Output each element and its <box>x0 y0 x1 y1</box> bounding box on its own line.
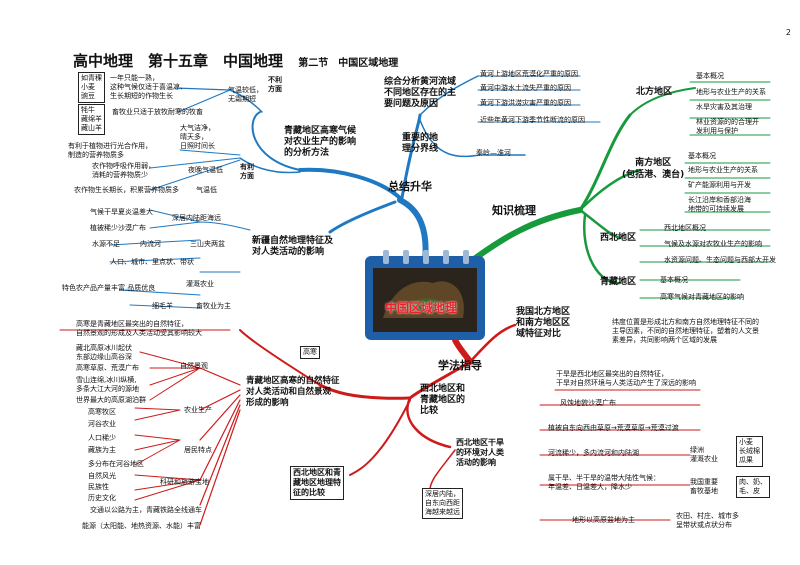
yellow-river-item: 黄河下游洪涝灾害严重的原因 <box>480 99 571 108</box>
xinjiang-row: 植被稀少沙漠广布 <box>90 224 146 233</box>
landscape-item: 藏北高原冰川起伏 东部边缘山高谷深 <box>76 344 132 362</box>
agri-label: 农业生产 <box>184 406 212 415</box>
tibet-tag: 高寒 <box>300 346 320 359</box>
hub-knowledge: 知识梳理 <box>492 206 536 215</box>
boundary-item: 秦岭—淮河 <box>476 149 511 158</box>
south-item: 长江沿岸和香部沿海 地带的可持续发展 <box>688 196 751 214</box>
tour-item: 民族性 <box>88 483 109 492</box>
north-item: 基本概况 <box>696 72 724 81</box>
region-qinghai: 青藏地区 <box>600 278 636 287</box>
landscape-label: 自然景观 <box>180 362 208 371</box>
page-number: 2 <box>786 28 791 37</box>
xinjiang-b3: 三山夹两盆 <box>190 240 225 249</box>
chapter-title: 高中地理 第十五章 中国地理 <box>73 52 283 70</box>
page-title: 高中地理 第十五章 中国地理 第二节 中国区域地理 <box>73 50 398 71</box>
hub-method: 学法指导 <box>438 361 482 370</box>
xinjiang-c: 人口、城市、里点状、带状 <box>110 258 194 267</box>
nw-item: 地形以高原盆地为主 <box>572 516 635 525</box>
ns-head: 我国北方地区 和南方地区区 域特征对比 <box>516 307 570 340</box>
north-item: 地形与农业生产的关系 <box>696 88 766 97</box>
tibet-top: 高寒是青藏地区最突出的自然特征， 自然景观的形成及人类活动受其影响较大 <box>76 320 202 338</box>
resid-item: 多分布在河谷地区 <box>88 460 144 469</box>
region-south: 南方地区 (包括港、澳台) <box>622 157 684 181</box>
nw-item-box: 小麦 长绒棉 瓜果 <box>736 436 763 467</box>
fav-a: 大气洁净， 晴天多， 日照时间长 <box>180 124 215 151</box>
xinjiang-b1: 水源不足 <box>92 240 120 249</box>
yellow-river-head: 综合分析黄河流域 不同地区存在的主 要问题及原因 <box>384 77 456 110</box>
yellow-river-item: 近些年黄河下游季节性断流的原因 <box>480 116 585 125</box>
tour-item: 自然风光 <box>88 472 116 481</box>
xinjiang-e1: 细毛羊 <box>152 302 173 311</box>
region-north: 北方地区 <box>636 88 672 97</box>
unfav-b1: 畜牧业只适于放牧耐寒的牧畜 <box>112 108 203 117</box>
landscape-item: 世界最大的高原湖泊群 <box>76 396 146 405</box>
xinjiang-d1: 特色农产品产量丰富,品质优良 <box>62 284 155 293</box>
tibet-ag-head: 青藏地区高寒气候 对农业生产的影响 的分析方法 <box>284 126 356 159</box>
agri-item: 河谷农业 <box>88 420 116 429</box>
xinjiang-row: 气候干旱夏炎温差大 <box>90 208 153 217</box>
resid-item: 藏族为主 <box>88 446 116 455</box>
south-item: 矿产能源利用与开发 <box>688 181 751 190</box>
qinghai-item: 基本概况 <box>660 276 688 285</box>
xinjiang-head: 新疆自然地理特征及 对人类活动的影响 <box>252 236 333 258</box>
fav-label: 有利 方面 <box>240 163 254 181</box>
resid-label: 居民特点 <box>184 446 212 455</box>
tour-item: 历史文化 <box>88 494 116 503</box>
nw-item: 绿洲 灌溉农业 <box>690 446 718 464</box>
unfav-a1-box: 如青稞 小麦 豌豆 <box>78 72 105 103</box>
xinjiang-d: 灌溉农业 <box>186 280 214 289</box>
fav-b: 夜晚气温低 <box>188 166 223 175</box>
nw-item: 属干旱、半干旱的温带大陆性气候： 年温差、日温差大，降水少 <box>548 474 660 492</box>
north-item: 林业资源的的合理开 发利用与保护 <box>696 118 759 136</box>
tibet-side-head: 青藏地区高寒的自然特征 对人类活动和自然景观 形成的影响 <box>246 376 340 409</box>
unfav-a: 气温较低， 无霜期短 <box>228 86 263 104</box>
region-northwest: 西北地区 <box>600 234 636 243</box>
nw-item: 植被自东向西由草原→荒漠草原→荒漠过渡 <box>548 424 679 433</box>
south-item: 地形与农业生产的关系 <box>688 166 758 175</box>
nw-item: 河流稀少，多内流河和内陆湖 <box>548 449 639 458</box>
section-title: 第二节 中国区域地理 <box>298 58 398 69</box>
yellow-river-item: 黄河中游水土流失严重的原因 <box>480 84 571 93</box>
nw-item: 我国重要 畜牧基地 <box>690 478 718 496</box>
nw-item: 风蚀地貌沙漠广布 <box>560 399 616 408</box>
agri-item: 高寒牧区 <box>88 408 116 417</box>
fav-a1: 有利于植物进行光合作用， 制造的营养物质多 <box>68 142 152 160</box>
qinghai-item: 高寒气候对青藏地区的影响 <box>660 293 744 302</box>
fav-c: 气温低 <box>196 186 217 195</box>
resid-item: 人口稀少 <box>88 434 116 443</box>
northwest-item: 西北地区概况 <box>664 224 706 233</box>
boundary-head: 重要的地 理分界线 <box>402 133 438 155</box>
center-label: 中国区域地理 <box>385 304 457 313</box>
xinjiang-a: 深居内陆距海远 <box>172 214 221 223</box>
tour-label: 科研和旅游宝地 <box>160 478 209 487</box>
northwest-item: 气候及水源对农牧业生产的影响 <box>664 240 762 249</box>
center-calendar-graphic: 中国区域地理 <box>363 248 487 342</box>
ns-note: 纬度位置是形成北方和南方自然地理特征不同的 主导因素，不同的自然地理特征，塑着的… <box>612 318 759 345</box>
inland-box: 深居内陆， 自东向西距 海越来越远 <box>422 488 463 519</box>
china-map-icon <box>363 248 487 342</box>
fav-c1: 农作物生长期长，积累营养物质多 <box>74 186 179 195</box>
unfav-label: 不利 方面 <box>268 76 282 94</box>
energy-item: 能源（太阳能、地热资源、水能）丰富 <box>82 522 201 531</box>
unfav-b1-box: 牦牛 藏绵羊 藏山羊 <box>78 104 105 135</box>
landscape-item: 雪山连绵,冰川纵横, 多条大江大河的源地 <box>76 376 139 394</box>
traffic-item: 交通以公路为主，青藏铁路全线通车 <box>90 506 202 515</box>
xinjiang-b2: 内流河 <box>140 240 161 249</box>
xinjiang-e2: 畜牧业为主 <box>196 302 231 311</box>
fav-b1: 农作物呼吸作用弱， 消耗的营养物质少 <box>92 162 155 180</box>
nw-item: 农田、村庄、城市多 呈带状或点状分布 <box>676 512 739 530</box>
northwest-item: 水资源问题、生态问题与西部大开发 <box>664 256 776 265</box>
compare-box: 西北地区和青 藏地区地理特 征的比较 <box>290 466 344 500</box>
nwq-head: 西北地区和 青藏地区的 比较 <box>420 384 465 417</box>
north-item: 水旱灾害及其治理 <box>696 103 752 112</box>
nw-item-box: 肉、奶、 毛、皮 <box>736 476 770 498</box>
unfav-a1: 一年只能一熟， 这种气候仅适于喜温凉、 生长期短的作物生长 <box>110 74 187 101</box>
nw-side-head: 西北地区干旱 的环境对人类 活动的影响 <box>456 438 504 468</box>
landscape-item: 高寒草原、荒漠广布 <box>76 364 139 373</box>
nw-top: 干旱是西北地区最突出的自然特征， 干旱对自然环境与人类活动产生了深远的影响 <box>556 370 696 388</box>
south-item: 基本概况 <box>688 152 716 161</box>
yellow-river-item: 黄河上游地区荒漠化严重的原因 <box>480 70 578 79</box>
hub-summary: 总结升华 <box>388 182 432 191</box>
